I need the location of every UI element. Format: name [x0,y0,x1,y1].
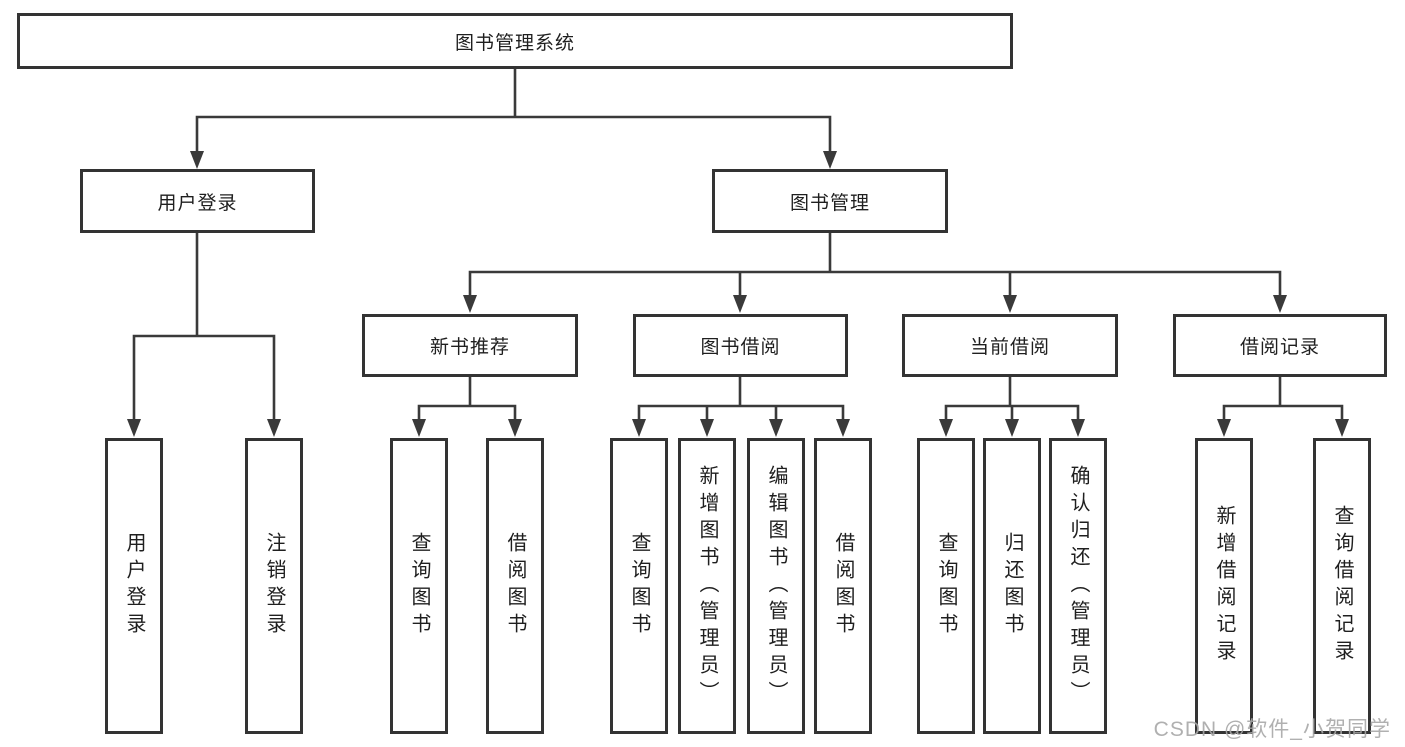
leaf-query-borrow-record: 查询借阅记录 [1313,438,1371,734]
node-current-borrow: 当前借阅 [902,314,1118,377]
leaf-user-login: 用户登录 [105,438,163,734]
leaf-borrow-books: 借阅图书 [814,438,872,734]
leaf-borrow-books: 借阅图书 [486,438,544,734]
node-user-login: 用户登录 [80,169,315,233]
arrowheads [127,151,1349,437]
leaf-query-books: 查询图书 [917,438,975,734]
node-book-management: 图书管理 [712,169,948,233]
leaf-confirm-return-admin: 确认归还（管理员） [1049,438,1107,734]
leaf-query-books: 查询图书 [390,438,448,734]
node-borrow-records: 借阅记录 [1173,314,1387,377]
leaf-logout: 注销登录 [245,438,303,734]
csdn-watermark: CSDN @软件_小贺同学 [1153,718,1391,741]
leaf-query-books: 查询图书 [610,438,668,734]
node-new-book-recommend: 新书推荐 [362,314,578,377]
leaf-add-borrow-record: 新增借阅记录 [1195,438,1253,734]
node-book-borrow: 图书借阅 [633,314,848,377]
leaf-edit-book-admin: 编辑图书（管理员） [747,438,805,734]
node-root-system: 图书管理系统 [17,13,1013,69]
leaf-add-book-admin: 新增图书（管理员） [678,438,736,734]
leaf-return-books: 归还图书 [983,438,1041,734]
